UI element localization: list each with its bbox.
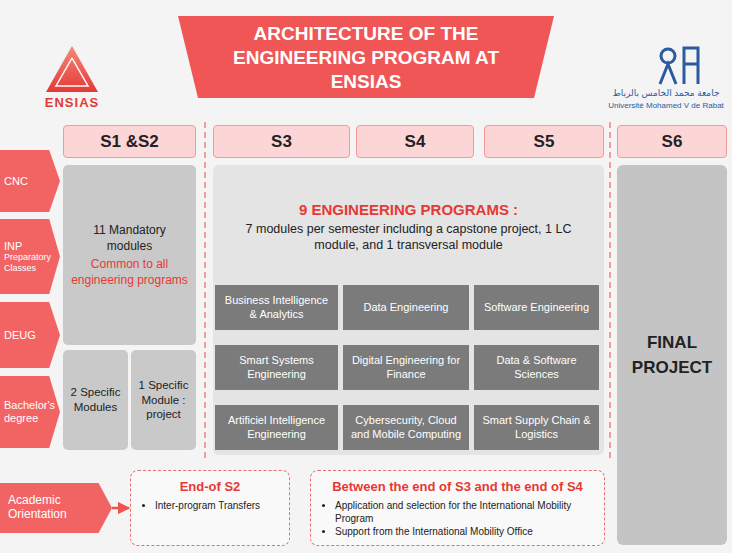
- program-box: Data & Software Sciences: [474, 345, 599, 390]
- box-text: Bachelor's degree: [4, 399, 55, 424]
- semester-header: S5: [484, 125, 604, 158]
- bullet-list: Inter-program Transfers: [139, 499, 281, 512]
- ensias-logo: [46, 46, 98, 92]
- orientation-box: Between the end of S3 and the end of S4 A…: [310, 470, 605, 546]
- title: ARCHITECTURE OF THE ENGINEERING PROGRAM …: [200, 30, 532, 86]
- box-text: Between the end of S3 and the end of S4: [332, 479, 583, 494]
- box-text: S1 &S2: [100, 132, 159, 152]
- programs-panel: 9 ENGINEERING PROGRAMS : 7 modules per se…: [213, 165, 604, 455]
- program-box: Business Intelligence & Analytics: [215, 285, 338, 330]
- program-box: Software Engineering: [474, 285, 599, 330]
- box-text: Cybersecurity, Cloud and Mobile Computin…: [349, 414, 463, 442]
- module-box: 2 Specific Modules: [63, 350, 128, 450]
- box-text: S5: [534, 132, 555, 152]
- program-box: Cybersecurity, Cloud and Mobile Computin…: [343, 405, 469, 450]
- program-box: Smart Systems Engineering: [215, 345, 338, 390]
- box-text: 1 Specific Module : project: [135, 378, 192, 423]
- box-text: Academic Orientation: [8, 494, 100, 522]
- entry-arrow: CNC: [0, 150, 60, 212]
- box-text: 11 Mandatory modules: [69, 222, 190, 254]
- semester-header: S1 &S2: [63, 125, 196, 158]
- box-text: Data & Software Sciences: [480, 354, 593, 382]
- orientation-arrow: Academic Orientation: [0, 483, 112, 533]
- box-text: S4: [405, 132, 426, 152]
- program-box: Data Engineering: [343, 285, 469, 330]
- orientation-box: End-of S2 Inter-program Transfers: [130, 470, 290, 546]
- box-text: Smart Systems Engineering: [221, 354, 332, 382]
- bullet-text: Support from the International Mobility …: [335, 525, 596, 538]
- final-project-box: FINAL PROJECT: [617, 165, 727, 545]
- box-text: 9 ENGINEERING PROGRAMS :: [299, 201, 518, 218]
- box-subtext: Common to all engineering programs: [69, 256, 190, 288]
- box-text: Business Intelligence & Analytics: [221, 294, 332, 322]
- bullet-text: Inter-program Transfers: [155, 499, 281, 512]
- university-name: جامعة محمد الخامس بالرباط: [606, 88, 726, 98]
- box-text: Software Engineering: [484, 301, 589, 315]
- entry-arrow: DEUG: [0, 302, 60, 368]
- box-text: Digital Engineering for Finance: [349, 354, 463, 382]
- program-box: Smart Supply Chain & Logistics: [474, 405, 599, 450]
- semester-header: S3: [213, 125, 350, 158]
- box-text: CNC: [4, 175, 28, 188]
- box-text: Smart Supply Chain & Logistics: [480, 414, 593, 442]
- module-box: 1 Specific Module : project: [131, 350, 196, 450]
- university-logo: [660, 48, 698, 84]
- box-text: 2 Specific Modules: [67, 385, 124, 415]
- module-box: 11 Mandatory modulesCommon to all engine…: [63, 165, 196, 345]
- program-box: Digital Engineering for Finance: [343, 345, 469, 390]
- logo-text: ENSIAS: [30, 95, 114, 110]
- entry-arrow: Bachelor's degree: [0, 376, 60, 448]
- box-text: Artificiel Intelligence Engineering: [221, 414, 332, 442]
- university-name: Université Mohamed V de Rabat: [606, 101, 726, 110]
- box-text: S6: [662, 132, 683, 152]
- ensias-logo-lines: [56, 58, 88, 86]
- box-text: Data Engineering: [363, 301, 448, 315]
- program-box: Artificiel Intelligence Engineering: [215, 405, 338, 450]
- separator-line: [205, 122, 610, 462]
- box-text: INP: [4, 240, 22, 253]
- box-text: DEUG: [4, 329, 36, 342]
- semester-header: S4: [356, 125, 474, 158]
- semester-header: S6: [617, 125, 727, 158]
- connector-arrow: [112, 507, 129, 510]
- title-banner: [178, 16, 554, 98]
- bullet-text: Application and selection for the Intern…: [335, 499, 596, 525]
- bullet-list: Application and selection for the Intern…: [319, 499, 596, 538]
- box-text: FINAL PROJECT: [623, 330, 721, 381]
- box-text: S3: [271, 132, 292, 152]
- box-subtext: Preparatory Classes: [4, 252, 51, 273]
- box-text: End-of S2: [180, 479, 241, 494]
- box-subtext: 7 modules per semester including a capst…: [229, 221, 589, 254]
- entry-arrow: INPPreparatory Classes: [0, 219, 60, 294]
